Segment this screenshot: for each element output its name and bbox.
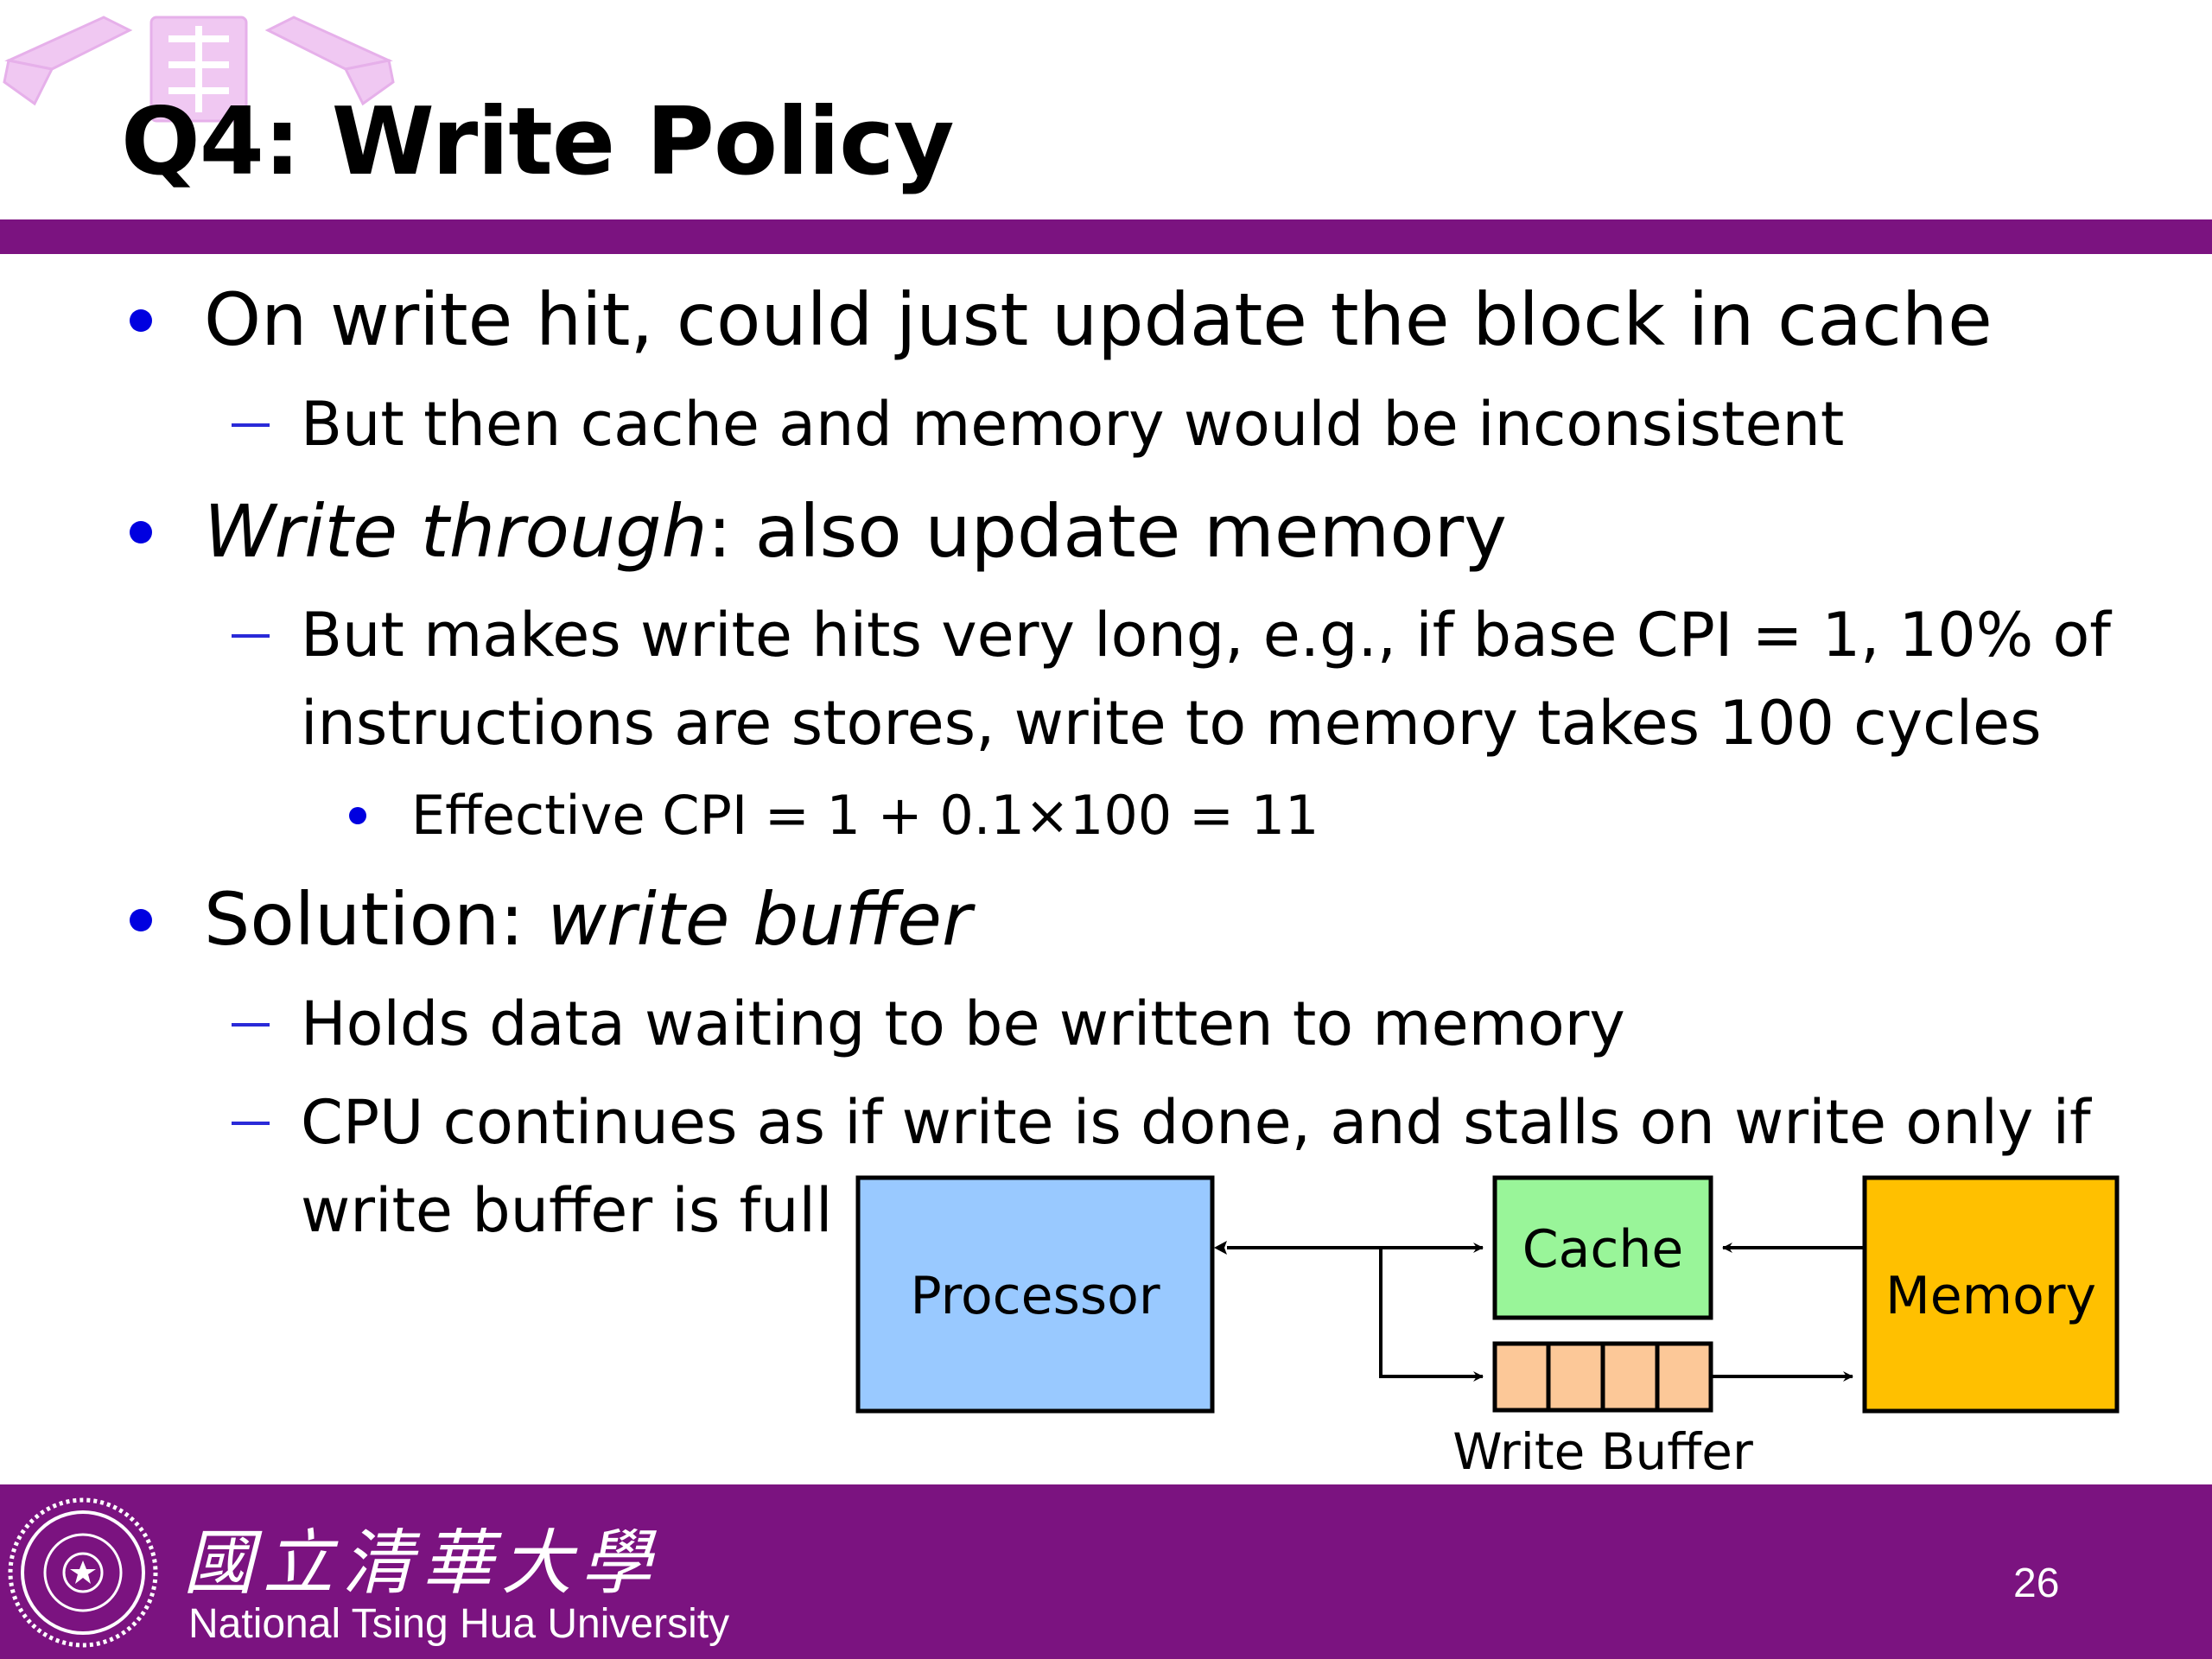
bullet-solution: Solution: write buffer [204,876,972,963]
bullet-dot-icon [130,521,152,543]
cache-label: Cache [1522,1219,1684,1280]
write-buffer-label: Write Buffer [1452,1422,1753,1481]
university-name-english: National Tsing Hua University [188,1601,730,1647]
sub-bullet-write-hits-long-1: But makes write hits very long, e.g., if… [301,600,2111,671]
dash-icon [232,1122,270,1125]
sub-bullet-cpu-continues-1: CPU continues as if write is done, and s… [301,1087,2091,1158]
sub-bullet-cpu-continues-2: write buffer is full [301,1175,833,1246]
dash-icon [232,634,270,638]
bullet-dot-icon [349,807,366,824]
university-name-chinese: 國立清華大學 [183,1522,660,1605]
processor-writebuffer-arrow [1379,1248,1484,1382]
write-buffer-box [1492,1341,1713,1413]
page-number: 26 [2013,1560,2060,1606]
bullet-dot-icon [130,309,152,332]
bullet-write-hit: On write hit, could just update the bloc… [204,277,1993,362]
memory-box [1862,1175,2120,1414]
cache-box [1492,1175,1713,1320]
sub-bullet-inconsistent: But then cache and memory would be incon… [301,389,1845,460]
dash-icon [232,423,270,427]
solution-label: Solution: [204,877,548,962]
title-divider-bar [0,219,2212,254]
bullet-write-through: Write through: also update memory [204,488,1507,575]
university-logo-watermark [3,16,395,123]
memory-label: Memory [1885,1266,2096,1326]
dash-icon [232,1023,270,1027]
processor-box [855,1175,1215,1414]
write-buffer-term: write buffer [547,877,972,962]
slide-title: Q4: Write Policy [121,88,955,196]
processor-arrow-head [1214,1241,1227,1255]
sub-sub-bullet-effective-cpi: Effective CPI = 1 + 0.1×100 = 11 [411,784,1319,847]
university-seal-icon [8,1497,158,1648]
footer-bar [0,1484,2212,1659]
processor-label: Processor [911,1266,1160,1326]
sub-bullet-write-hits-long-2: instructions are stores, write to memory… [301,688,2042,759]
sub-bullet-holds-data: Holds data waiting to be written to memo… [301,988,1625,1059]
write-through-desc: : also update memory [707,489,1507,574]
write-through-term: Write through [204,489,708,574]
bullet-dot-icon [130,909,152,931]
